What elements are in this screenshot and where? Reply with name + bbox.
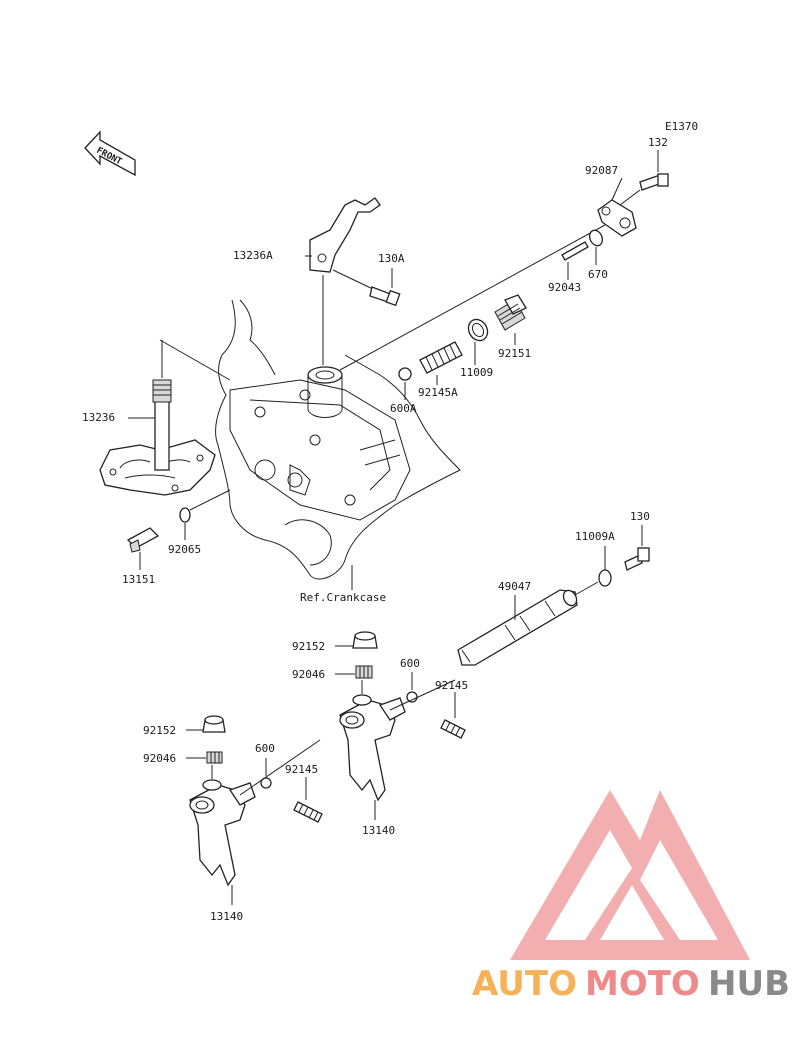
pin-92043 — [561, 241, 589, 261]
label-92087: 92087 — [585, 164, 618, 177]
label-92145-upper: 92145 — [435, 679, 468, 692]
label-670: 670 — [588, 268, 608, 281]
label-13140-upper: 13140 — [362, 824, 395, 837]
label-130: 130 — [630, 510, 650, 523]
collar-92152-lower — [202, 715, 226, 733]
label-13140-lower: 13140 — [210, 910, 243, 923]
label-49047: 49047 — [498, 580, 531, 593]
bearing-92046-lower — [206, 751, 223, 764]
watermark-part1: AUTO — [472, 964, 577, 1004]
washer-11009A — [598, 569, 612, 587]
bracket-92087 — [597, 199, 637, 237]
ball-600A — [398, 367, 412, 381]
watermark-brand: AUTO MOTO HUB — [472, 964, 790, 1004]
crankcase-ref-label: Ref.Crankcase — [300, 591, 386, 604]
label-13236: 13236 — [82, 411, 115, 424]
watermark-part3: HUB — [708, 964, 790, 1004]
label-92145A: 92145A — [418, 386, 458, 399]
label-130A: 130A — [378, 252, 405, 265]
crankcase — [215, 299, 461, 580]
watermark-logo — [510, 790, 750, 960]
label-132: 132 — [648, 136, 668, 149]
label-11009A: 11009A — [575, 530, 615, 543]
label-600A: 600A — [390, 402, 417, 415]
label-11009: 11009 — [460, 366, 493, 379]
diagram-code: E1370 — [665, 120, 698, 133]
label-92151: 92151 — [498, 347, 531, 360]
bearing-92046-upper — [355, 665, 373, 679]
shift-shaft-13236 — [99, 379, 216, 496]
pin-13151 — [126, 527, 160, 553]
ball-600-lower — [260, 777, 272, 789]
shift-fork-13140-upper — [339, 694, 406, 802]
bolt-132 — [639, 173, 669, 191]
spring-92145-upper — [440, 719, 466, 739]
front-arrow: FRONT — [84, 130, 136, 177]
bolt-130A — [332, 269, 401, 307]
shift-rod-49047 — [457, 589, 578, 666]
collar-92152-upper — [352, 631, 378, 649]
bolt-130 — [624, 547, 650, 571]
spring-92145-lower — [293, 801, 323, 823]
label-92046-lower: 92046 — [143, 752, 176, 765]
plug-92151 — [494, 294, 527, 331]
label-92065: 92065 — [168, 543, 201, 556]
label-600-lower: 600 — [255, 742, 275, 755]
label-92043: 92043 — [548, 281, 581, 294]
gasket-11009 — [467, 318, 489, 342]
oring-670 — [588, 229, 604, 247]
spring-92145A — [419, 341, 463, 374]
label-92152-upper: 92152 — [292, 640, 325, 653]
label-92046-upper: 92046 — [292, 668, 325, 681]
label-92152-lower: 92152 — [143, 724, 176, 737]
label-13151: 13151 — [122, 573, 155, 586]
label-600-upper: 600 — [400, 657, 420, 670]
shift-fork-13140-lower — [189, 779, 256, 887]
shift-arm-13236A — [309, 197, 381, 273]
ball-600-upper — [406, 691, 418, 703]
watermark-part2: MOTO — [585, 964, 700, 1004]
label-13236A: 13236A — [233, 249, 273, 262]
label-92145-lower: 92145 — [285, 763, 318, 776]
washer-92065 — [179, 507, 191, 523]
